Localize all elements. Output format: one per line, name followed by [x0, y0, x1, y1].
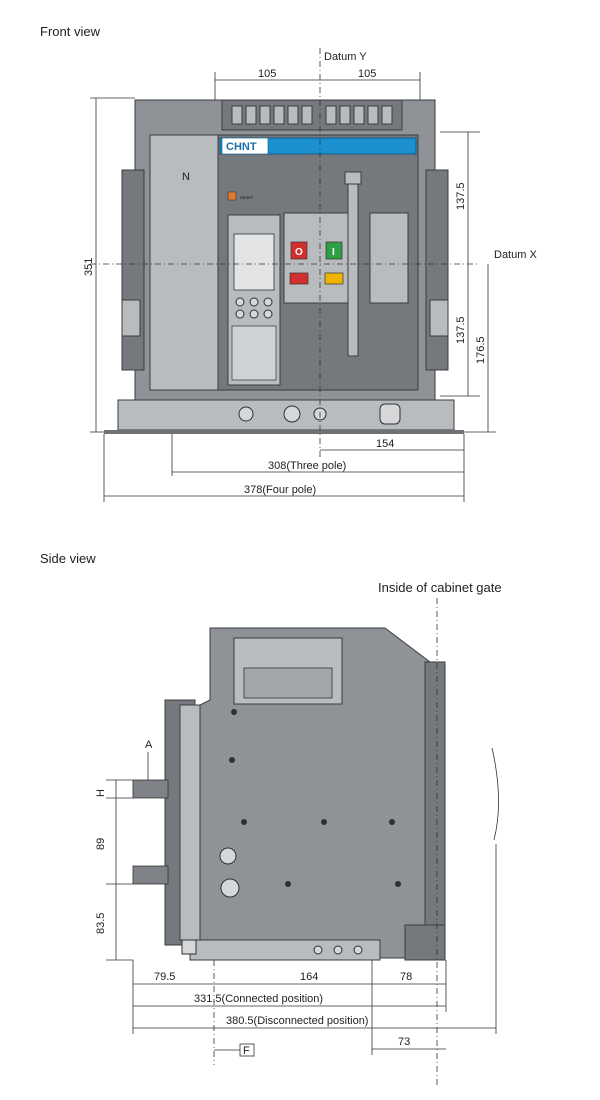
front-view-title: Front view [40, 24, 101, 39]
controller-terminal-block [231, 325, 277, 381]
datum-f-label: F [243, 1045, 250, 1057]
left-handle [121, 299, 141, 337]
rail-bolt-3 [353, 945, 363, 955]
brand-logo: CHNT [226, 141, 257, 153]
dim-connected: 331.5(Connected position) [194, 993, 323, 1005]
dim-73: 73 [398, 1036, 410, 1048]
front-base-block [404, 924, 446, 961]
dim-four-pole: 378(Four pole) [244, 484, 316, 496]
controller-key-6[interactable] [263, 309, 273, 319]
dim-83-5: 83.5 [95, 913, 107, 934]
side-top-window [243, 667, 333, 699]
front-face-edge [424, 661, 446, 928]
right-handle [429, 299, 449, 337]
controller-key-2[interactable] [249, 297, 259, 307]
rail-bolt-2 [333, 945, 343, 955]
dim-h: H [95, 789, 107, 797]
spring-charged-indicator [324, 272, 344, 285]
gate-swing-arc [491, 747, 499, 841]
dim-lower-137-5: 137.5 [455, 316, 467, 344]
side-view-breaker [132, 627, 446, 961]
base-plate [104, 430, 464, 434]
open-button-label: O [295, 247, 303, 258]
dim-disconnected: 380.5(Disconnected position) [226, 1015, 368, 1027]
charging-handle[interactable] [347, 183, 359, 357]
dim-three-pole: 308(Three pole) [268, 460, 346, 472]
dim-right-176-5: 176.5 [475, 336, 487, 364]
rear-insulator [179, 704, 201, 941]
datum-x-label: Datum X [494, 249, 537, 261]
dim-left-105: 105 [258, 68, 276, 80]
earth-terminal [219, 847, 237, 865]
upper-busbar [132, 779, 169, 799]
dim-89: 89 [95, 838, 107, 850]
dim-upper-137-5: 137.5 [455, 182, 467, 210]
controller-key-5[interactable] [249, 309, 259, 319]
side-knob [220, 878, 240, 898]
front-view-breaker: N CHNT RESET O I [104, 99, 464, 434]
brand-logo-box [221, 137, 269, 155]
dim-half-154: 154 [376, 438, 394, 450]
dim-78: 78 [400, 971, 412, 983]
controller-display [233, 233, 275, 291]
base-hole-right [379, 403, 401, 425]
reset-label: RESET [240, 195, 254, 200]
lower-busbar [132, 865, 169, 885]
racking-socket[interactable] [283, 405, 301, 423]
controller-key-1[interactable] [235, 297, 245, 307]
side-dimensions: A H 89 83.5 79.5 164 78 331.5(Connected … [95, 739, 497, 1057]
dim-right-105: 105 [358, 68, 376, 80]
dim-79-5: 79.5 [154, 971, 175, 983]
front-dimensions: 105 105 351 137.5 137.5 176.5 154 308(Th… [83, 68, 496, 502]
terminal-blocks [231, 105, 393, 125]
reset-button[interactable] [227, 191, 237, 201]
side-view-title: Side view [40, 551, 96, 566]
dim-164: 164 [300, 971, 318, 983]
right-side-rail [425, 169, 449, 371]
cabinet-gate-label: Inside of cabinet gate [378, 580, 502, 595]
controller-key-4[interactable] [235, 309, 245, 319]
charging-handle-grip[interactable] [344, 171, 362, 185]
side-rail-base [189, 939, 381, 961]
dim-a: A [145, 739, 153, 751]
open-indicator [289, 272, 309, 285]
left-side-rail [121, 169, 145, 371]
base-hole-left [238, 406, 254, 422]
close-button[interactable] [325, 241, 343, 260]
datum-y-label: Datum Y [324, 51, 367, 63]
accessory-cover [369, 212, 409, 304]
close-button-label: I [332, 247, 335, 258]
datum-f-box [239, 1043, 255, 1057]
dim-height-351: 351 [83, 258, 95, 276]
rear-rail-stop [181, 939, 197, 955]
rail-bolt-1 [313, 945, 323, 955]
neutral-pole-letter: N [182, 171, 190, 183]
brand-bar [219, 137, 417, 155]
controller-key-3[interactable] [263, 297, 273, 307]
neutral-pole-panel [149, 134, 221, 391]
open-button[interactable] [290, 241, 308, 260]
